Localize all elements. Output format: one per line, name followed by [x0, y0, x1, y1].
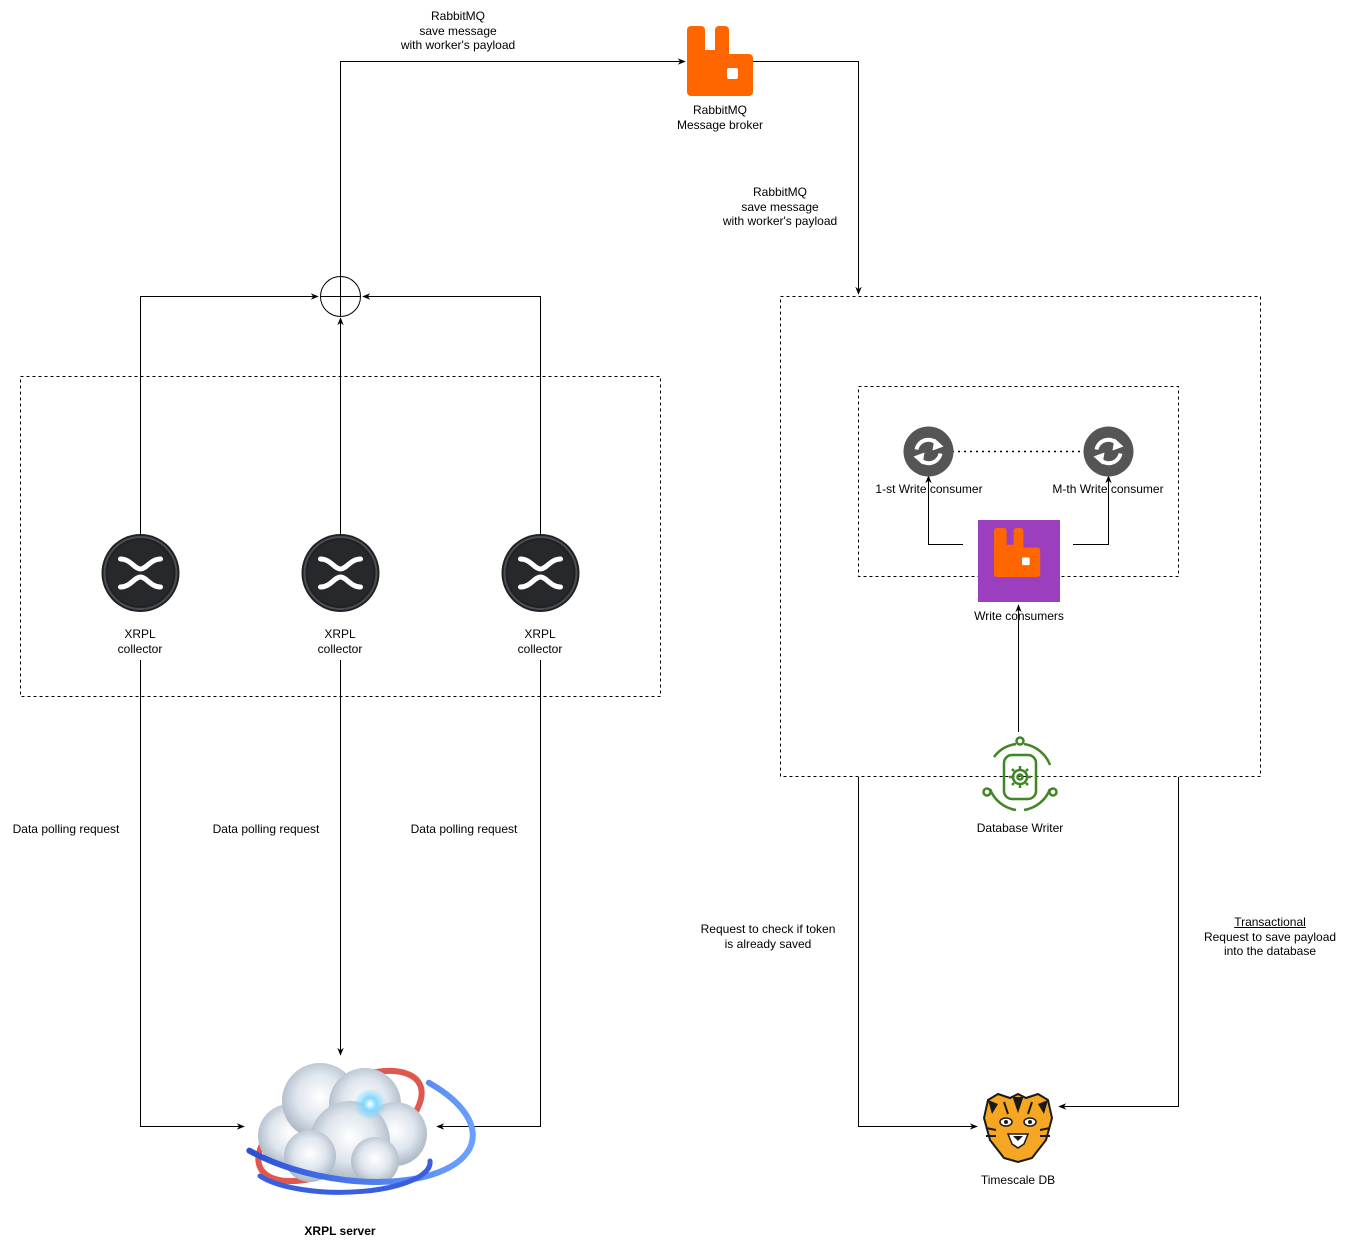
- edge-collector3-to-merge: [362, 293, 541, 535]
- edge-label-rabbitmq-save-top: RabbitMQ save message with worker's payl…: [400, 9, 516, 52]
- write-consumers-group-box: [858, 386, 1179, 577]
- edge-collector1-to-server: [140, 660, 245, 1130]
- edge-save-to-db: [1058, 777, 1179, 1110]
- edge-broker-to-writer-group: [753, 61, 862, 295]
- edge-check-to-db: [858, 777, 978, 1130]
- edge-label-transactional-save: Transactional Request to save payload in…: [1203, 915, 1337, 958]
- xrp-logo-icon: [501, 534, 580, 612]
- edge-collector1-to-merge: [140, 293, 319, 535]
- xrpl-server-label: XRPL server: [304, 1224, 376, 1238]
- broker-label: RabbitMQ Message broker: [676, 103, 764, 132]
- cloud-orbit-icon: [246, 1063, 476, 1195]
- first-consumer-label: 1-st Write consumer: [875, 482, 983, 496]
- merge-junction-icon: [320, 276, 361, 317]
- database-writer-label: Database Writer: [976, 821, 1064, 835]
- edge-tile-to-mth-consumer: [1073, 475, 1112, 545]
- tiger-icon: [982, 1092, 1054, 1164]
- collector-label-1: XRPL collector: [117, 627, 163, 656]
- database-gear-icon: [982, 736, 1058, 812]
- edge-tile-to-first-consumer: [925, 475, 963, 545]
- write-consumers-label: Write consumers: [974, 609, 1064, 623]
- edge-label-check-token: Request to check if token is already sav…: [700, 922, 836, 951]
- database-writer-group-box: [780, 296, 1261, 777]
- rabbitmq-broker-icon: [687, 26, 753, 96]
- edge-label-rabbitmq-save-right: RabbitMQ save message with worker's payl…: [722, 185, 838, 228]
- refresh-cycle-icon: [1083, 426, 1134, 477]
- refresh-cycle-icon: [903, 426, 954, 477]
- collector-label-3: XRPL collector: [517, 627, 563, 656]
- xrp-logo-icon: [101, 534, 180, 612]
- timescale-db-label: Timescale DB: [980, 1173, 1056, 1187]
- edge-label-polling-1: Data polling request: [12, 822, 120, 836]
- collector-label-2: XRPL collector: [317, 627, 363, 656]
- edge-label-polling-3: Data polling request: [410, 822, 518, 836]
- edge-collector3-to-server: [436, 660, 541, 1130]
- edge-label-polling-2: Data polling request: [212, 822, 320, 836]
- edge-merge-to-broker: [340, 58, 686, 277]
- mth-consumer-label: M-th Write consumer: [1052, 482, 1164, 496]
- xrp-logo-icon: [301, 534, 380, 612]
- write-consumers-rabbitmq-icon: [978, 520, 1060, 602]
